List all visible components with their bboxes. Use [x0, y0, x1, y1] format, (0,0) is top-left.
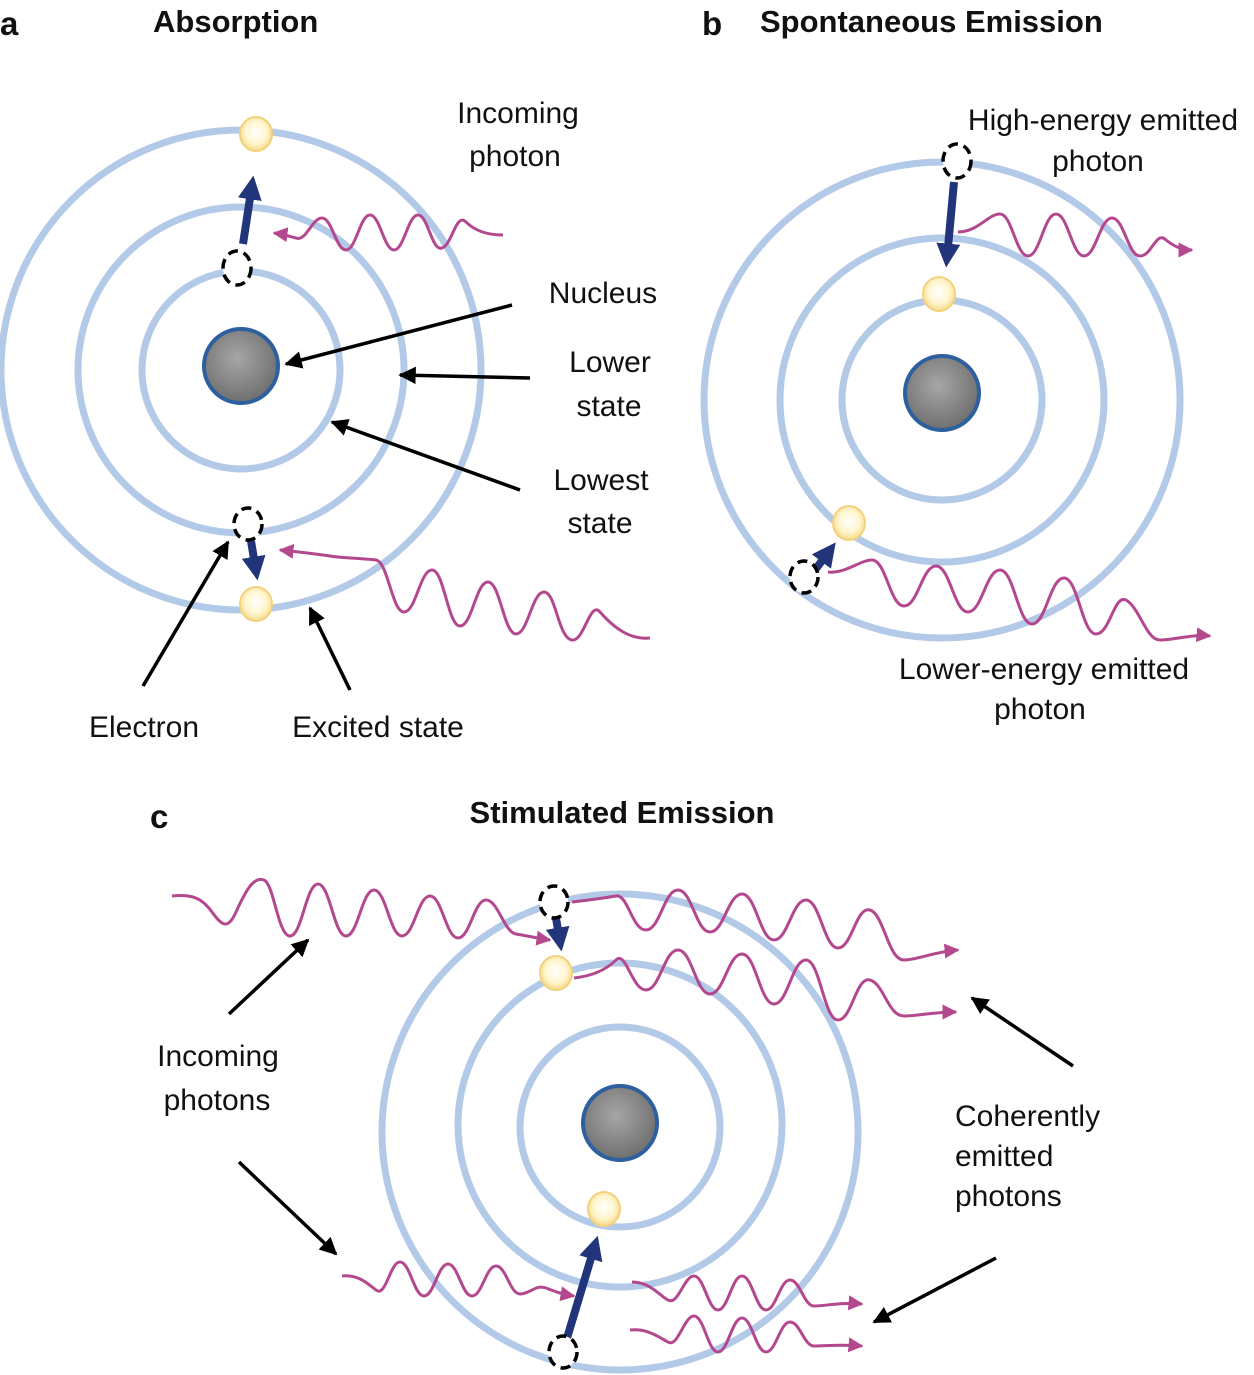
- label-electron: Electron: [89, 711, 199, 744]
- emitted-photon-wave-b-low: [827, 558, 1212, 643]
- panel-a: a Absorption Incoming photon Nucleus Low…: [0, 4, 657, 744]
- incoming-photon-wave-c-top: [171, 877, 552, 946]
- label-lowest-state-line1: Lowest: [553, 464, 649, 497]
- nucleus-a: [202, 327, 280, 405]
- electron-jump-arrow-a-top: [237, 175, 262, 245]
- electron-former-position-b-bottom: [788, 559, 820, 595]
- panel-c: c Stimulated Emission Incoming photons C…: [150, 795, 1100, 1374]
- electron-former-position-a-top: [221, 249, 253, 287]
- label-incoming-photon-line2: photon: [469, 140, 561, 173]
- label-lower-state-line1: Lower: [569, 346, 651, 379]
- label-high-energy-line1: High-energy emitted: [968, 104, 1238, 137]
- electron-former-position-c-top: [538, 884, 570, 920]
- orbit-lower-b: [776, 234, 1108, 566]
- panel-a-letter: a: [0, 5, 19, 42]
- pointer-lowest-state: [330, 419, 521, 492]
- panel-c-title: Stimulated Emission: [470, 795, 775, 830]
- electron-former-position-c-bottom: [547, 1334, 579, 1370]
- electron-a-top: [239, 116, 273, 152]
- pointer-incoming-photons-top: [227, 938, 310, 1016]
- label-incoming-photon-line1: Incoming: [457, 97, 579, 130]
- label-coherent-line1: Coherently: [955, 1100, 1100, 1133]
- panel-c-letter: c: [150, 798, 168, 835]
- panel-b: b Spontaneous Emission High-energy emitt…: [700, 4, 1238, 726]
- orbit-lowest-c: [516, 1023, 724, 1231]
- label-coherent-line3: photons: [955, 1180, 1062, 1213]
- emitted-photon-wave-c-bottom-2: [629, 1314, 864, 1354]
- emitted-photon-wave-c-top-1: [571, 888, 960, 962]
- incoming-photon-wave-c-bottom: [341, 1260, 576, 1302]
- orbit-excited-b: [700, 158, 1184, 642]
- nucleus-b: [903, 354, 981, 432]
- incoming-photon-wave-a-top: [272, 213, 504, 252]
- emitted-photon-wave-c-bottom-1: [631, 1274, 864, 1312]
- label-lower-energy-line1: Lower-energy emitted: [899, 653, 1189, 686]
- electron-b-bottom: [832, 505, 866, 541]
- pointer-coherent-bottom: [872, 1256, 997, 1324]
- label-nucleus: Nucleus: [549, 277, 657, 310]
- label-incoming-photons-line2: photons: [164, 1084, 271, 1117]
- electron-b-top: [922, 276, 956, 312]
- electron-c-top: [539, 955, 573, 991]
- nucleus-c: [581, 1084, 659, 1162]
- label-high-energy-line2: photon: [1052, 145, 1144, 178]
- emitted-photon-wave-b-high: [957, 212, 1194, 258]
- orbit-excited-c: [378, 890, 862, 1374]
- incoming-photon-wave-a-bottom: [278, 543, 651, 642]
- electron-jump-arrow-c-bottom: [563, 1235, 603, 1340]
- panel-a-title: Absorption: [153, 4, 318, 39]
- electron-former-position-a-bottom: [232, 506, 264, 542]
- label-excited-state: Excited state: [292, 711, 464, 744]
- label-lower-energy-line2: photon: [994, 693, 1086, 726]
- electron-jump-arrow-a-bottom: [241, 540, 266, 581]
- electron-jump-arrow-b-top: [936, 181, 961, 268]
- panel-b-letter: b: [702, 5, 722, 42]
- pointer-coherent-top: [970, 996, 1074, 1068]
- label-lowest-state-line2: state: [567, 507, 632, 540]
- orbit-lower-c: [454, 959, 786, 1291]
- label-incoming-photons-line1: Incoming: [157, 1040, 279, 1073]
- electron-jump-arrow-c-top: [545, 917, 570, 952]
- pointer-incoming-photons-bottom: [237, 1160, 338, 1256]
- electron-c-bottom: [587, 1191, 621, 1227]
- electron-former-position-b-top: [941, 142, 973, 180]
- pointer-lower-state: [398, 366, 531, 385]
- panel-b-title: Spontaneous Emission: [760, 4, 1103, 39]
- pointer-electron: [141, 540, 230, 687]
- electron-jump-arrow-b-bottom: [811, 542, 836, 573]
- electron-a-bottom: [239, 586, 273, 622]
- emitted-photon-wave-c-top-2: [573, 948, 958, 1022]
- label-coherent-line2: emitted: [955, 1140, 1053, 1173]
- pointer-excited-state: [308, 606, 352, 691]
- label-lower-state-line2: state: [576, 390, 641, 423]
- pointer-nucleus: [284, 303, 513, 369]
